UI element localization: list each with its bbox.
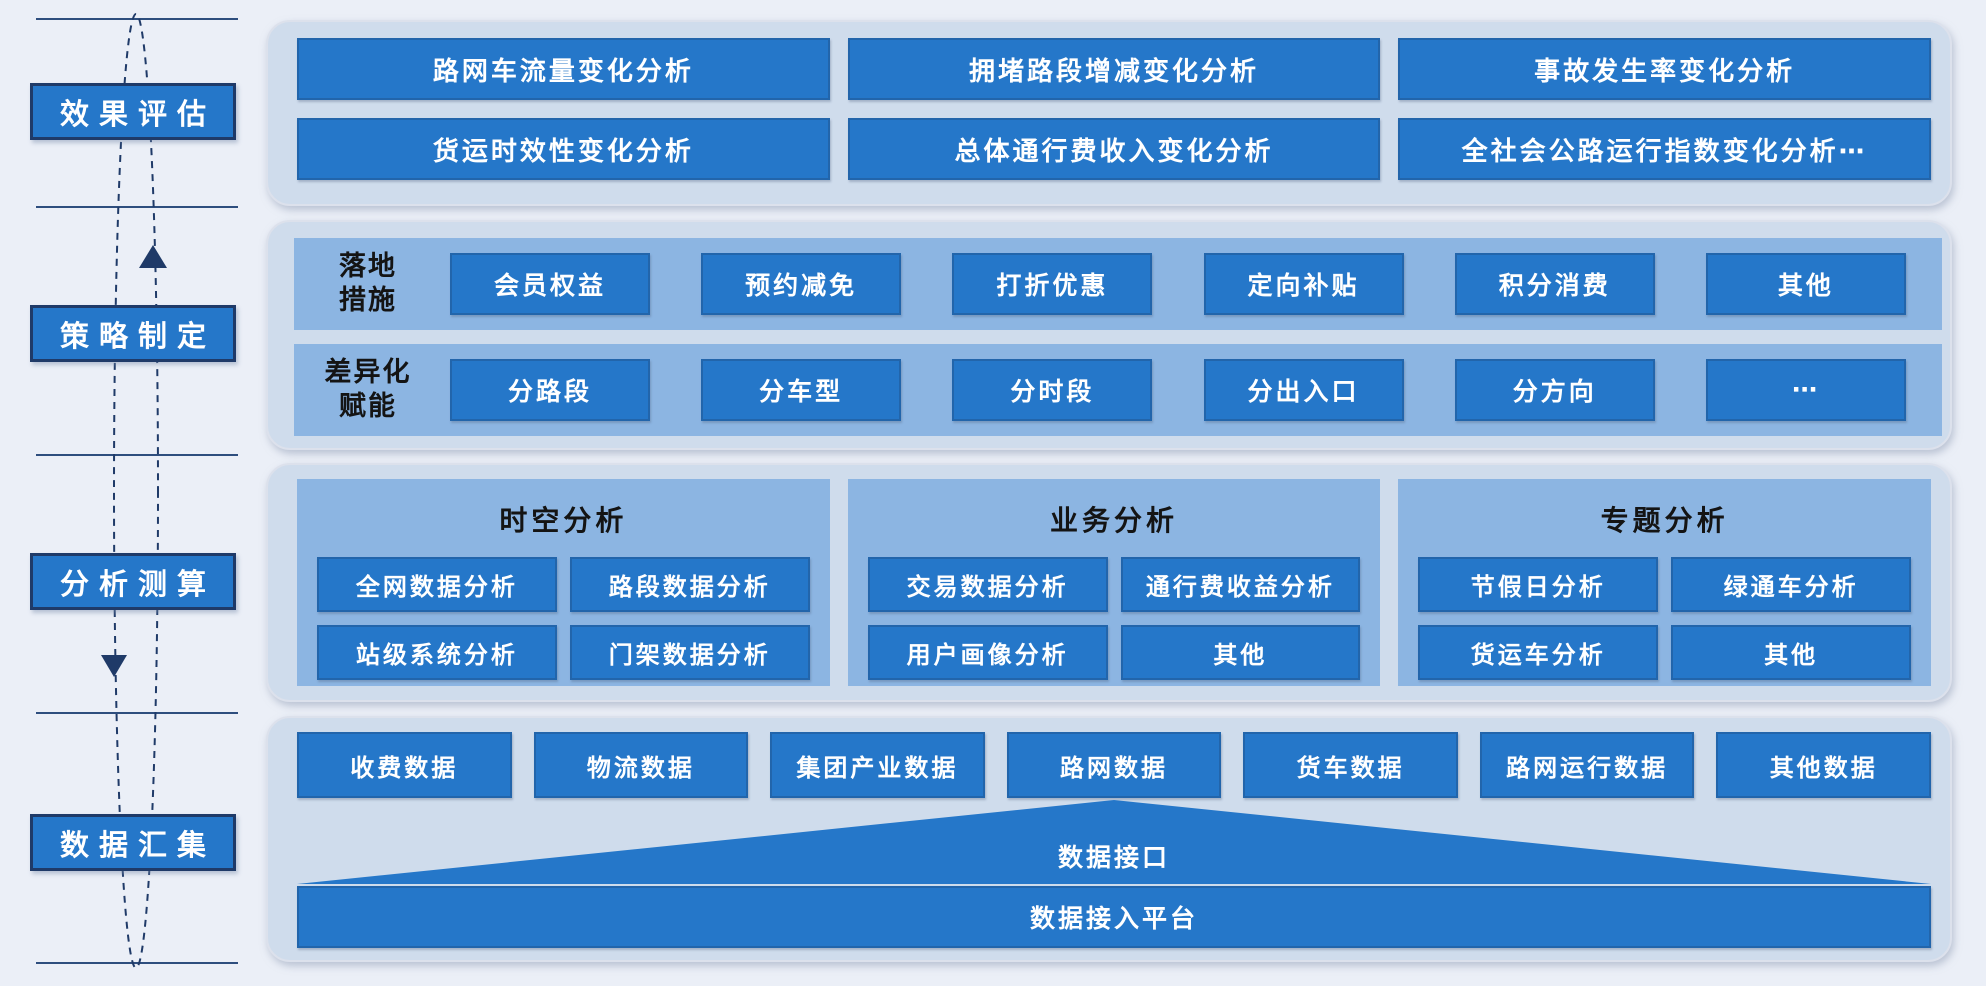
stage-data-collection: 数据汇集 (30, 814, 236, 871)
data-access-platform-bar: 数据接入平台 (297, 886, 1931, 948)
strategy-item: 分出入口 (1203, 359, 1404, 421)
rail-divider (36, 454, 238, 456)
evaluation-item: 事故发生率变化分析 (1398, 38, 1931, 100)
strategy-row-label: 差异化 赋能 (324, 357, 412, 421)
data-sources-row: 收费数据 物流数据 集团产业数据 路网数据 货车数据 路网运行数据 其他数据 (297, 732, 1932, 798)
data-source-item: 路网数据 (1006, 732, 1222, 798)
evaluation-item: 拥堵路段增减变化分析 (847, 38, 1381, 100)
data-source-item: 其他数据 (1716, 732, 1932, 798)
strategy-item: 预约减免 (701, 253, 902, 315)
strategy-item: 会员权益 (450, 253, 650, 315)
strategy-item: 积分消费 (1454, 253, 1655, 315)
panel-data-collection: 收费数据 物流数据 集团产业数据 路网数据 货车数据 路网运行数据 其他数据 数… (266, 716, 1952, 962)
strategy-item: 打折优惠 (952, 253, 1153, 315)
strategy-item: 分车型 (701, 359, 902, 421)
analysis-item: 绿通车分析 (1671, 557, 1912, 612)
analysis-group-grid: 节假日分析 绿通车分析 货运车分析 其他 (1398, 557, 1931, 700)
panel-analysis-calc: 时空分析 全网数据分析 路段数据分析 站级系统分析 门架数据分析 业务分析 交易… (266, 463, 1952, 702)
analysis-item: 通行费收益分析 (1120, 557, 1361, 612)
evaluation-item: 全社会公路运行指数变化分析⋯ (1398, 118, 1931, 180)
analysis-item: 节假日分析 (1418, 557, 1659, 612)
panel-effect-evaluation: 路网车流量变化分析 拥堵路段增减变化分析 事故发生率变化分析 货运时效性变化分析… (266, 20, 1952, 206)
strategy-item: 分时段 (952, 359, 1153, 421)
rail-divider (36, 712, 238, 714)
cycle-dashed-ellipse (101, 13, 167, 969)
analysis-group-business: 业务分析 交易数据分析 通行费收益分析 用户画像分析 其他 (847, 479, 1381, 686)
strategy-row-items: 分路段 分车型 分时段 分出入口 分方向 ⋯ (442, 359, 1942, 421)
strategy-item: ⋯ (1705, 359, 1906, 421)
strategy-item: 定向补贴 (1203, 253, 1404, 315)
analysis-item: 门架数据分析 (569, 625, 810, 680)
strategy-row-measures: 落地 措施 会员权益 预约减免 打折优惠 定向补贴 积分消费 其他 (294, 238, 1942, 330)
strategy-item: 其他 (1705, 253, 1906, 315)
analysis-item: 站级系统分析 (317, 625, 557, 680)
strategy-item: 分路段 (450, 359, 650, 421)
evaluation-item: 总体通行费收入变化分析 (847, 118, 1381, 180)
data-source-item: 路网运行数据 (1479, 732, 1695, 798)
stage-analysis-calc: 分析测算 (30, 553, 236, 610)
panel-strategy-making: 落地 措施 会员权益 预约减免 打折优惠 定向补贴 积分消费 其他 差异化 赋能… (266, 220, 1952, 450)
strategy-row-differentiation: 差异化 赋能 分路段 分车型 分时段 分出入口 分方向 ⋯ (294, 344, 1942, 436)
process-rail: 效果评估 策略制定 分析测算 数据汇集 (0, 0, 252, 986)
up-arrow-icon (139, 245, 167, 268)
analysis-group-spatiotemporal: 时空分析 全网数据分析 路段数据分析 站级系统分析 门架数据分析 (297, 479, 830, 686)
data-interface-label: 数据接口 (1057, 844, 1170, 872)
analysis-item: 全网数据分析 (317, 557, 557, 612)
down-arrow-icon (101, 655, 127, 677)
analysis-group-grid: 全网数据分析 路段数据分析 站级系统分析 门架数据分析 (297, 557, 830, 700)
data-interface-triangle: 数据接口 (297, 800, 1931, 884)
triangle-shape (297, 800, 1931, 884)
data-source-item: 货车数据 (1243, 732, 1458, 798)
analysis-group-title: 时空分析 (499, 505, 628, 536)
rail-divider (36, 18, 238, 20)
strategy-item: 分方向 (1454, 359, 1655, 421)
rail-divider (36, 962, 238, 964)
analysis-item: 交易数据分析 (867, 557, 1108, 612)
strategy-row-label: 落地 措施 (339, 251, 397, 315)
evaluation-item: 货运时效性变化分析 (297, 118, 830, 180)
analysis-group-title: 业务分析 (1050, 505, 1179, 536)
data-source-item: 收费数据 (297, 732, 512, 798)
analysis-item: 其他 (1120, 625, 1361, 680)
evaluation-item: 路网车流量变化分析 (297, 38, 830, 100)
analysis-group-title: 专题分析 (1600, 505, 1729, 536)
analysis-group-special-topics: 专题分析 节假日分析 绿通车分析 货运车分析 其他 (1398, 479, 1932, 686)
analysis-item: 路段数据分析 (569, 557, 810, 612)
analysis-item: 用户画像分析 (867, 625, 1108, 680)
analysis-item: 其他 (1671, 625, 1912, 680)
data-source-item: 物流数据 (533, 732, 749, 798)
stage-effect-evaluation: 效果评估 (30, 83, 236, 140)
strategy-row-items: 会员权益 预约减免 打折优惠 定向补贴 积分消费 其他 (442, 253, 1942, 315)
analysis-item: 货运车分析 (1418, 625, 1659, 680)
data-source-item: 集团产业数据 (770, 732, 985, 798)
stage-strategy-making: 策略制定 (30, 305, 236, 362)
analysis-group-grid: 交易数据分析 通行费收益分析 用户画像分析 其他 (848, 557, 1381, 700)
rail-divider (36, 206, 238, 208)
